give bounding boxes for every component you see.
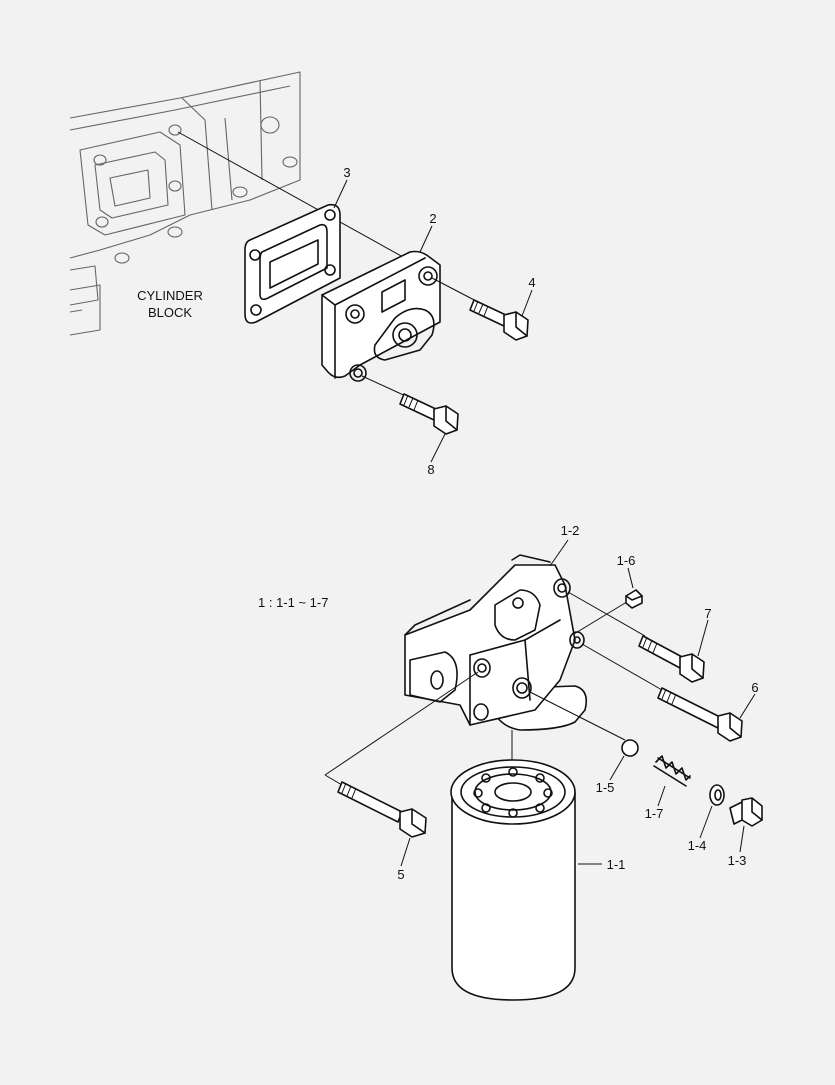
bolt-part-6 [657,687,743,742]
alignment-line-block-to-gasket [177,131,431,273]
alignment-line-plate-bolt4 [431,277,481,304]
callout-1-1: 1-1 [607,857,626,872]
callout-4: 4 [528,275,535,290]
bolt-part-7 [638,635,705,683]
ball-part-1-5 [621,739,639,757]
gasket-part-3 [244,203,341,324]
block-label-line-1: CYLINDER [137,288,203,303]
adapter-plate-part-2 [321,250,441,382]
callout-1-5: 1-5 [596,780,615,795]
callout-1-6: 1-6 [617,553,636,568]
assembly-note: 1 : 1-1 ~ 1-7 [258,595,328,610]
bolt-part-8 [399,393,459,435]
alignment-line-head-plug [529,691,626,741]
alignment-line-head-bolt6 [581,643,663,691]
callout-1-2: 1-2 [561,523,580,538]
plug-part-1-3 [729,797,763,827]
alignment-line-head-bolt5-a [324,671,479,776]
leader-lines [333,179,756,867]
cylinder-block [69,71,301,336]
alignment-line-plate-bolt8 [361,375,411,399]
washer-part-1-4 [709,784,725,806]
callout-2: 2 [429,211,436,226]
callout-6: 6 [751,680,758,695]
callout-5: 5 [397,867,404,882]
callout-1-4: 1-4 [688,838,707,853]
callout-7: 7 [704,606,711,621]
bolt-part-4 [469,299,529,341]
bolt-part-5 [337,781,427,838]
alignment-line-head-bolt5-b [324,774,343,786]
filter-part-1-1 [450,759,576,1001]
callout-1-3: 1-3 [728,853,747,868]
alignment-line-head-cap [573,599,631,635]
callout-8: 8 [427,462,434,477]
filter-head-part-1-2 [404,554,588,731]
callout-1-7: 1-7 [645,806,664,821]
callout-3: 3 [343,165,350,180]
spring-part-1-7 [653,755,691,787]
block-label-line-2: BLOCK [148,305,192,320]
cap-part-1-6 [625,589,643,609]
